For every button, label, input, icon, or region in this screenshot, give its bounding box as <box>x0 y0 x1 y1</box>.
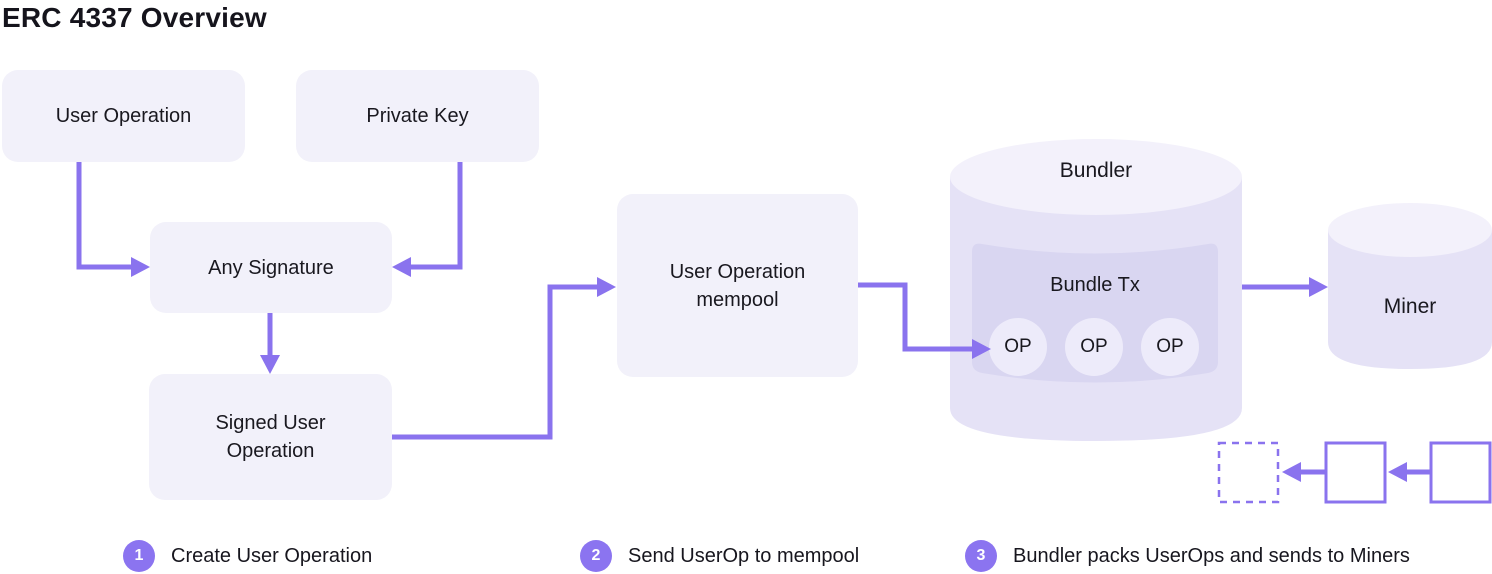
step-number-badge: 3 <box>965 540 997 572</box>
arrowhead-left-icon <box>392 257 411 277</box>
block <box>1324 441 1387 504</box>
op-circle <box>1141 318 1199 376</box>
step-number-badge: 1 <box>123 540 155 572</box>
legend-item-3: 3 Bundler packs UserOps and sends to Min… <box>965 540 1410 572</box>
node-user-operation-mempool: User Operation mempool <box>617 194 858 377</box>
arrowhead-left-icon <box>1282 462 1301 482</box>
arrow-userop-to-signature <box>76 161 133 270</box>
op-label: OP <box>1156 336 1184 357</box>
node-any-signature: Any Signature <box>150 222 392 313</box>
block <box>1429 441 1492 504</box>
legend-label: Bundler packs UserOps and sends to Miner… <box>1013 544 1410 567</box>
node-user-operation: User Operation <box>2 70 245 162</box>
arrowhead-left-icon <box>1388 462 1407 482</box>
bundler-cylinder-top <box>950 139 1242 215</box>
arrow-privatekey-to-signature <box>408 161 463 270</box>
miner-cylinder-body <box>1328 230 1492 369</box>
arrowhead-right-icon <box>131 257 150 277</box>
arrowhead-right-icon <box>597 277 616 297</box>
arrowhead-right-icon <box>1309 277 1328 297</box>
arrow-mempool-to-bundler <box>858 282 974 352</box>
arrowhead-right-icon <box>972 339 991 359</box>
node-signed-user-operation: Signed User Operation <box>149 374 392 500</box>
node-private-key: Private Key <box>296 70 539 162</box>
miner-label: Miner <box>1383 295 1437 318</box>
legend-label: Send UserOp to mempool <box>628 544 860 567</box>
page-title: ERC 4337 Overview <box>2 2 267 33</box>
node-label: Any Signature <box>208 256 334 279</box>
node-label: User Operation <box>55 105 192 127</box>
arrowhead-down-icon <box>260 355 280 374</box>
arrow-signed-to-mempool <box>392 284 600 440</box>
op-label: OP <box>1004 336 1032 357</box>
block-pending <box>1217 441 1280 504</box>
op-circle <box>1065 318 1123 376</box>
legend-item-1: 1 Create User Operation <box>123 540 372 572</box>
step-number-badge: 2 <box>580 540 612 572</box>
legend-label: Create User Operation <box>171 544 373 567</box>
node-label: User Operation mempool <box>669 260 806 311</box>
legend-item-2: 2 Send UserOp to mempool <box>580 540 859 572</box>
op-label: OP <box>1080 336 1108 357</box>
bundler-label: Bundler <box>1059 159 1133 182</box>
bundle-tx-label: Bundle Tx <box>1050 273 1140 296</box>
op-circle <box>989 318 1047 376</box>
miner-cylinder-top <box>1328 203 1492 257</box>
node-label: Private Key <box>366 105 469 127</box>
node-label: Signed User Operation <box>215 412 326 462</box>
